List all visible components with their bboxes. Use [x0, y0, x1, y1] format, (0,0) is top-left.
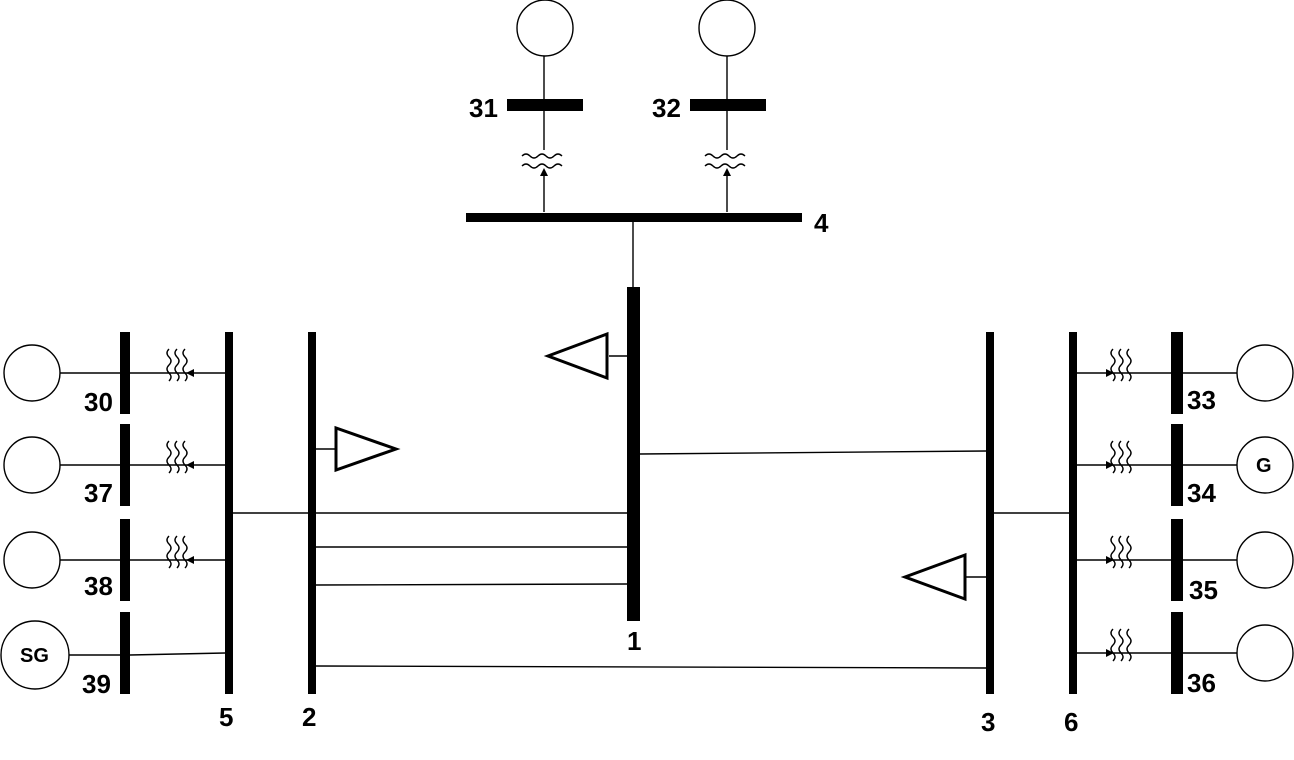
- tap-arrow-32: [723, 168, 731, 176]
- generator-32-group: 32: [652, 0, 766, 212]
- generator-36-group: 36: [1077, 612, 1294, 698]
- bus-label-35: 35: [1189, 575, 1218, 605]
- line-1-3: [639, 450, 987, 455]
- tap-arrow-37: [186, 461, 194, 469]
- line-2-1-c: [315, 583, 628, 586]
- bus-31-bar: [507, 99, 583, 111]
- bus-label-2: 2: [302, 702, 316, 732]
- bus-label-30: 30: [84, 387, 113, 417]
- line-2-3: [315, 665, 987, 669]
- generator-30: [3, 344, 61, 402]
- bus-label-31: 31: [469, 93, 498, 123]
- bus-1-bar: [627, 287, 640, 621]
- transformer-32-4: [704, 153, 746, 169]
- bus-label-36: 36: [1187, 668, 1216, 698]
- bus-label-4: 4: [814, 208, 829, 238]
- tap-arrow-35: [1106, 556, 1114, 564]
- generator-39-label: SG: [20, 645, 49, 667]
- bus-30-bar: [120, 332, 130, 414]
- generator-39-group: SG 39: [0, 612, 226, 699]
- bus-label-33: 33: [1187, 385, 1216, 415]
- bus-label-37: 37: [84, 478, 113, 508]
- generator-31: [516, 0, 574, 57]
- tap-arrow-36: [1106, 649, 1114, 657]
- transformer-31-4: [521, 153, 563, 169]
- generator-31-group: 31: [469, 0, 583, 212]
- tap-arrow-34: [1106, 461, 1114, 469]
- bus-6-bar: [1069, 332, 1077, 694]
- generator-32: [698, 0, 756, 57]
- bus-label-39: 39: [82, 669, 111, 699]
- bus-3-bar: [986, 332, 994, 694]
- bus-34-bar: [1171, 424, 1183, 506]
- transformer-30-5: [166, 348, 188, 382]
- transformer-37-5: [166, 440, 188, 474]
- generator-30-group: 30: [3, 332, 225, 417]
- generator-37: [3, 436, 61, 494]
- load-bus-2: [334, 425, 401, 473]
- generator-35: [1236, 531, 1294, 589]
- bus-label-3: 3: [981, 707, 995, 737]
- generator-37-group: 37: [3, 424, 225, 508]
- generator-33: [1236, 344, 1294, 402]
- tap-arrow-31: [540, 168, 548, 176]
- tap-arrow-38: [186, 556, 194, 564]
- generator-38-group: 38: [3, 519, 225, 601]
- bus-5-bar: [225, 332, 233, 694]
- bus-label-38: 38: [84, 571, 113, 601]
- bus-32-bar: [690, 99, 766, 111]
- generator-33-group: 33: [1077, 332, 1294, 415]
- tap-arrow-33: [1106, 369, 1114, 377]
- generator-34: [1236, 436, 1294, 494]
- tap-arrow-30: [186, 369, 194, 377]
- bus-39-bar: [120, 612, 130, 694]
- bus-label-32: 32: [652, 93, 681, 123]
- bus-37-bar: [120, 424, 130, 506]
- transformer-6-33: [1110, 348, 1132, 382]
- transformer-6-36: [1110, 628, 1132, 662]
- bus-38-bar: [120, 519, 130, 601]
- generator-35-group: 35: [1077, 519, 1294, 605]
- generator-34-group: G 34: [1077, 424, 1294, 508]
- generator-38: [3, 531, 61, 589]
- bus-label-34: 34: [1187, 478, 1216, 508]
- bus-label-5: 5: [219, 702, 233, 732]
- load-bus-3: [900, 552, 967, 602]
- bus-label-6: 6: [1064, 707, 1078, 737]
- line-39-5: [129, 652, 226, 656]
- load-bus-1: [543, 331, 609, 381]
- generator-34-label: G: [1256, 455, 1272, 477]
- bus-4-bar: [466, 213, 802, 222]
- bus-2-bar: [308, 332, 316, 694]
- bus-36-bar: [1171, 612, 1183, 694]
- bus-label-1: 1: [627, 626, 641, 656]
- transformer-6-35: [1110, 535, 1132, 569]
- transformer-38-5: [166, 535, 188, 569]
- generator-36: [1236, 624, 1294, 682]
- transformer-6-34: [1110, 440, 1132, 474]
- bus-35-bar: [1171, 519, 1183, 601]
- bus-33-bar: [1171, 332, 1183, 414]
